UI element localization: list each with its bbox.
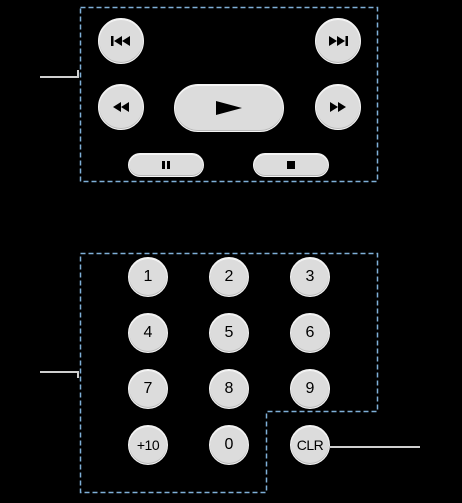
fast-forward-button[interactable]: [315, 84, 361, 130]
key-label: 6: [305, 324, 315, 341]
key-3[interactable]: 3: [290, 257, 330, 297]
key-label: 1: [143, 268, 153, 285]
stop-button[interactable]: [253, 153, 329, 177]
key-label: CLR: [296, 437, 324, 453]
key-label: 7: [143, 380, 153, 397]
pause-icon: [162, 161, 170, 169]
key-label: 4: [143, 324, 153, 341]
key-7[interactable]: 7: [128, 369, 168, 409]
key-label: 5: [224, 324, 234, 341]
skip-back-button[interactable]: [98, 18, 144, 64]
key-label: 2: [224, 268, 234, 285]
key-5[interactable]: 5: [209, 313, 249, 353]
key-clear[interactable]: CLR: [290, 425, 330, 465]
fast-forward-icon: [330, 102, 346, 112]
pause-button[interactable]: [128, 153, 204, 177]
key-label: 9: [305, 380, 315, 397]
key-label: 8: [224, 380, 234, 397]
key-0[interactable]: 0: [209, 425, 249, 465]
key-plus-10[interactable]: +10: [128, 425, 168, 465]
transport-leader-line: [40, 70, 79, 78]
key-6[interactable]: 6: [290, 313, 330, 353]
skip-back-icon: [111, 36, 130, 46]
key-1[interactable]: 1: [128, 257, 168, 297]
rewind-icon: [113, 102, 129, 112]
play-icon: [216, 101, 242, 115]
key-label: 0: [224, 436, 234, 453]
stop-icon: [287, 161, 295, 169]
play-button[interactable]: [174, 84, 284, 132]
key-label: +10: [136, 437, 160, 453]
skip-forward-button[interactable]: [315, 18, 361, 64]
keypad-group-outline: [79, 252, 379, 494]
key-9[interactable]: 9: [290, 369, 330, 409]
key-label: 3: [305, 268, 315, 285]
keypad-leader-line: [40, 371, 79, 378]
skip-forward-icon: [329, 36, 348, 46]
rewind-button[interactable]: [98, 84, 144, 130]
key-8[interactable]: 8: [209, 369, 249, 409]
key-2[interactable]: 2: [209, 257, 249, 297]
transport-group-outline: [79, 6, 379, 183]
key-4[interactable]: 4: [128, 313, 168, 353]
